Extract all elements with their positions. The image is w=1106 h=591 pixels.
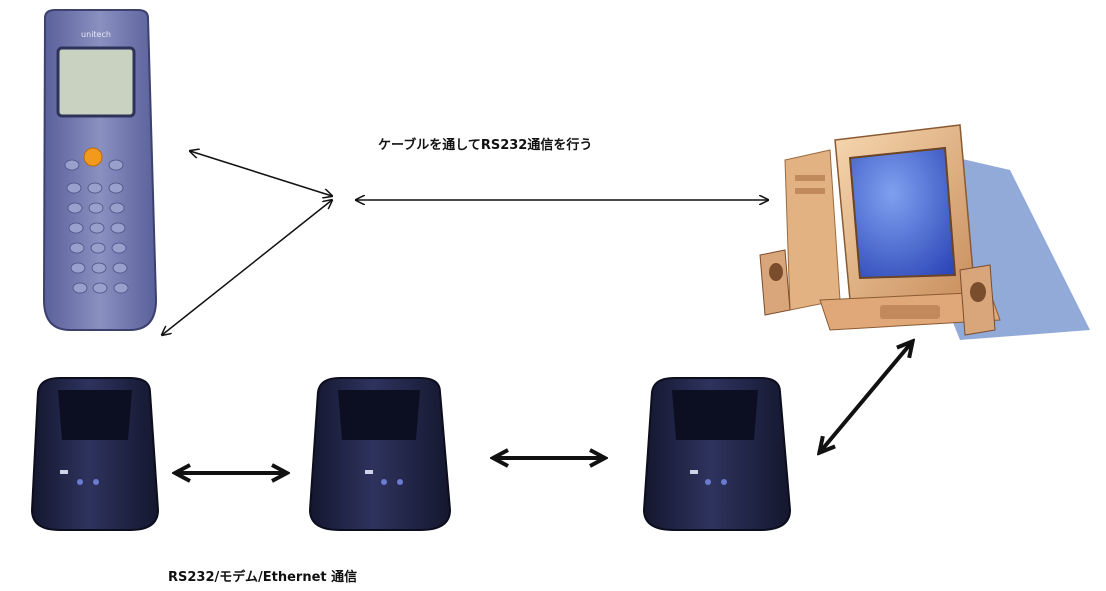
scan-button-icon: [83, 147, 103, 167]
keypad: [64, 159, 129, 294]
handheld-terminal-icon: unitech: [42, 9, 158, 331]
handheld-brand-text: unitech: [81, 30, 111, 39]
pc-tower: [784, 149, 841, 311]
cradle-2-icon: [308, 377, 452, 531]
cradle-to-junction-arrow: [162, 200, 332, 335]
monitor-screen: [848, 146, 957, 280]
network-communication-label: RS232/モデム/Ethernet 通信: [168, 570, 358, 585]
left-speaker-icon: [759, 249, 791, 316]
cradle3-pc-arrow: [820, 342, 912, 452]
cradle-3-icon: [642, 377, 792, 531]
handheld-to-junction-arrow: [190, 151, 332, 196]
desktop-pc-icon: [759, 124, 1090, 340]
handheld-screen: [56, 46, 136, 118]
cradle-1-icon: [30, 377, 160, 531]
rs232-cable-label: ケーブルを通してRS232通信を行う: [378, 138, 593, 153]
